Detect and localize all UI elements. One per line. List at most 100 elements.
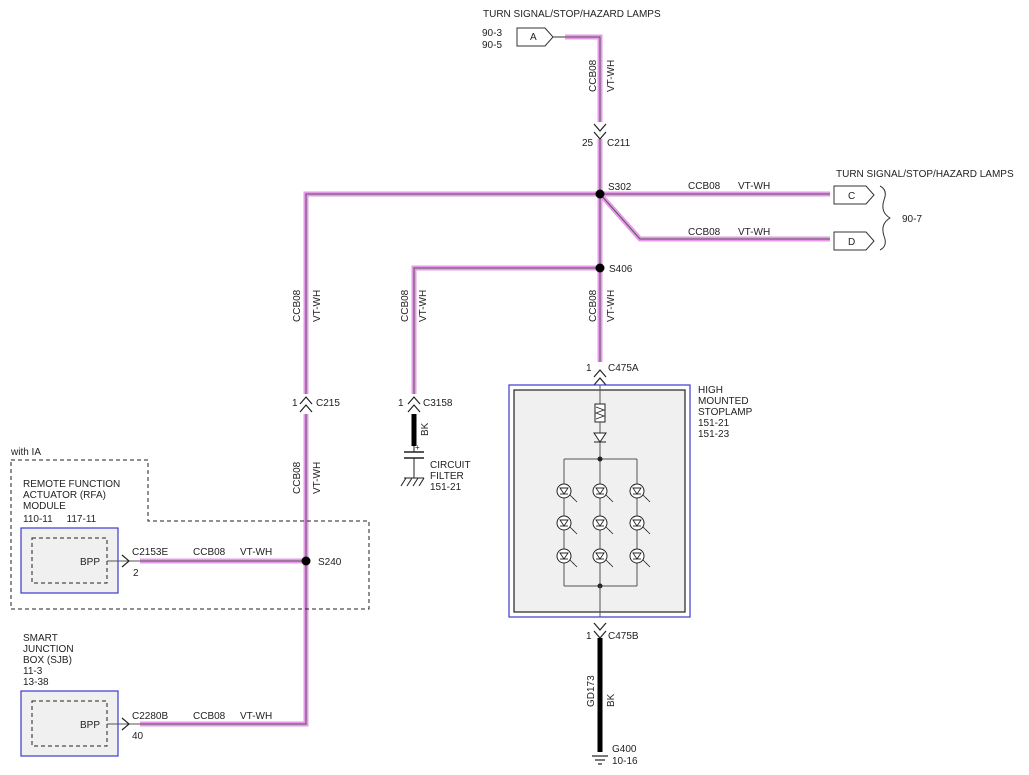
led-icon xyxy=(556,548,578,568)
wire-label-rfa-color: VT-WH xyxy=(240,547,272,558)
stoplamp-label-3: STOPLAMP xyxy=(698,407,753,418)
c211-pin: 25 xyxy=(582,138,594,149)
connector-c215: 1 C215 xyxy=(292,396,340,413)
wire-label-sjb-circuit: CCB08 xyxy=(193,711,226,722)
led-icon xyxy=(629,483,651,503)
wire-label-rfa-circuit: CCB08 xyxy=(193,547,226,558)
wire-label-left-upper: CCB08 VT-WH xyxy=(292,289,323,322)
ground-wire-circuit: GD173 xyxy=(586,675,597,707)
ground-ref: 10-16 xyxy=(612,756,638,767)
rfa-option-boundary xyxy=(10,459,370,610)
connector-a-letter: A xyxy=(530,32,537,43)
right-connectors-title: TURN SIGNAL/STOP/HAZARD LAMPS xyxy=(836,169,1014,180)
wire-label-top-color: VT-WH xyxy=(606,60,617,92)
sjb-label-2: JUNCTION xyxy=(23,644,74,655)
c475b-name: C475B xyxy=(608,631,639,642)
vt-wh-wire-network xyxy=(140,34,830,727)
c215-pin: 1 xyxy=(292,398,298,409)
wire-label-top: CCB08 VT-WH xyxy=(588,59,617,92)
ground-wire-color: BK xyxy=(606,693,617,707)
connector-c475a: 1 C475A xyxy=(586,363,639,386)
connector-c2153e: C2153E 2 xyxy=(107,547,168,579)
s406-label: S406 xyxy=(609,264,633,275)
top-connector-ref-2: 90-5 xyxy=(482,40,502,51)
wire-label-left-lower: CCB08 VT-WH xyxy=(292,461,323,494)
filter-wire-color: BK xyxy=(420,422,431,436)
rfa-label-3: MODULE xyxy=(23,501,66,512)
c215-name: C215 xyxy=(316,398,340,409)
rfa-pin-label: BPP xyxy=(80,557,100,568)
ground-icon xyxy=(592,755,608,765)
brace-icon xyxy=(879,185,891,251)
stoplamp-label-5: 151-23 xyxy=(698,429,730,440)
stoplamp-label-2: MOUNTED xyxy=(698,396,749,407)
connector-a: A xyxy=(516,27,565,47)
capacitor-icon: + xyxy=(404,443,424,478)
stoplamp-component xyxy=(508,384,691,618)
wire-label-sjb-color: VT-WH xyxy=(240,711,272,722)
wire-label-d-circuit: CCB08 xyxy=(688,227,721,238)
wire-label-center-circuit: CCB08 xyxy=(588,289,599,322)
ground-name: G400 xyxy=(612,744,637,755)
c211-name: C211 xyxy=(607,138,631,149)
c2153e-name: C2153E xyxy=(132,547,168,558)
c475b-pin: 1 xyxy=(586,631,592,642)
led-icon xyxy=(592,548,614,568)
connector-c475b: 1 C475B xyxy=(586,622,639,642)
led-array xyxy=(556,483,651,568)
splice-s406: S406 xyxy=(595,263,633,275)
wire-label-d-color: VT-WH xyxy=(738,227,770,238)
filter-label-3: 151-21 xyxy=(430,482,462,493)
splice-s240: S240 xyxy=(301,556,342,568)
led-icon xyxy=(592,483,614,503)
c475a-pin: 1 xyxy=(586,363,592,374)
c2153e-pin: 2 xyxy=(133,568,139,579)
wire-label-filter-color: VT-WH xyxy=(418,290,429,322)
wire-label-filter: CCB08 VT-WH xyxy=(400,289,429,322)
wire-label-c-color: VT-WH xyxy=(738,181,770,192)
sjb-pin-label: BPP xyxy=(80,720,100,731)
led-icon xyxy=(629,548,651,568)
c475a-name: C475A xyxy=(608,363,639,374)
top-connector-title: TURN SIGNAL/STOP/HAZARD LAMPS xyxy=(483,9,661,20)
led-icon xyxy=(556,483,578,503)
sjb-label-1: SMART xyxy=(23,633,58,644)
wire-label-c-circuit: CCB08 xyxy=(688,181,721,192)
wire-label-left-lower-circuit: CCB08 xyxy=(292,461,303,494)
rfa-refs: 110-11 117-11 xyxy=(23,514,97,525)
rfa-label-2: ACTUATOR (RFA) xyxy=(23,490,106,501)
wire-label-left-upper-circuit: CCB08 xyxy=(292,289,303,322)
stoplamp-label-1: HIGH xyxy=(698,385,723,396)
rfa-module-box: BPP xyxy=(20,527,119,594)
led-icon xyxy=(592,515,614,535)
led-icon xyxy=(556,515,578,535)
resistor-icon xyxy=(594,403,606,423)
rfa-label-1: REMOTE FUNCTION xyxy=(23,479,120,490)
connector-c3158: 1 C3158 xyxy=(398,396,453,413)
wire-label-left-upper-color: VT-WH xyxy=(312,290,323,322)
connector-c: C xyxy=(833,185,875,205)
sjb-label-4: 11-3 xyxy=(23,666,43,677)
sjb-label-5: 13-38 xyxy=(23,677,49,688)
connector-c2280b: C2280B 40 xyxy=(107,711,168,742)
connector-d: D xyxy=(833,231,875,251)
c2280b-pin: 40 xyxy=(132,731,144,742)
c3158-name: C3158 xyxy=(423,398,453,409)
chassis-ground-icon xyxy=(400,477,425,487)
c3158-pin: 1 xyxy=(398,398,404,409)
wire-label-center: CCB08 VT-WH xyxy=(588,289,617,322)
filter-label-2: FILTER xyxy=(430,471,464,482)
s302-label: S302 xyxy=(608,182,632,193)
connector-c-letter: C xyxy=(848,191,855,202)
filter-label-1: CIRCUIT xyxy=(430,460,471,471)
sjb-label-3: BOX (SJB) xyxy=(23,655,72,666)
stoplamp-label-4: 151-21 xyxy=(698,418,730,429)
sjb-module-box: BPP xyxy=(20,690,119,757)
wire-label-filter-circuit: CCB08 xyxy=(400,289,411,322)
s240-label: S240 xyxy=(318,557,342,568)
top-connector-ref-1: 90-3 xyxy=(482,28,502,39)
right-connectors-ref: 90-7 xyxy=(902,214,922,225)
wire-label-top-circuit: CCB08 xyxy=(588,59,599,92)
